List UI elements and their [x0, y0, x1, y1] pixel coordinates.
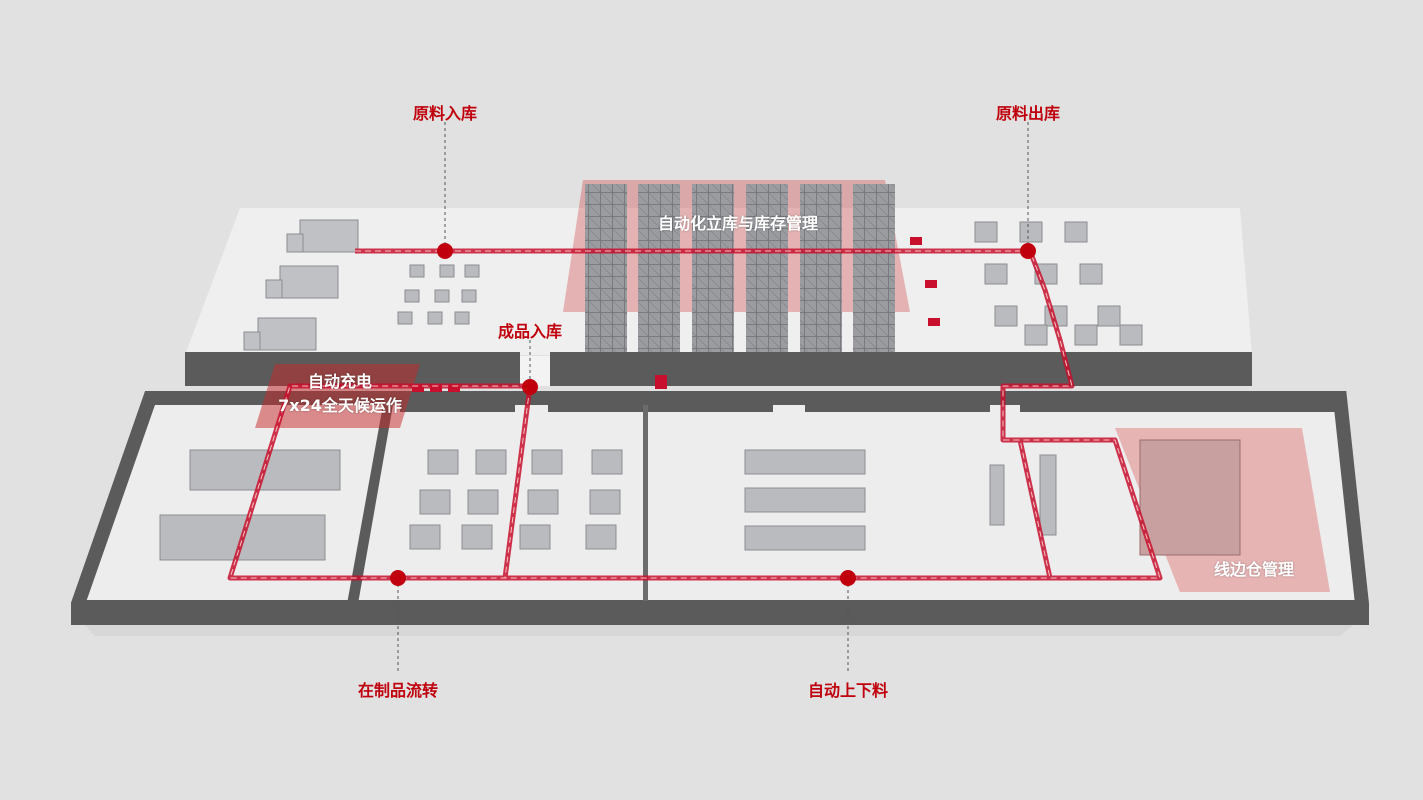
label-finished-inbound: 成品入库 — [497, 322, 563, 341]
label-auto-loading: 自动上下料 — [807, 681, 889, 700]
equipment — [159, 221, 1241, 561]
leader-lines — [397, 122, 1029, 672]
label-lineside: 线边仓管理 — [1213, 560, 1295, 579]
trucks — [243, 219, 359, 351]
label-charging-line1: 自动充电 — [307, 372, 373, 391]
upper-wall — [550, 352, 1252, 386]
charging-zone — [255, 364, 420, 428]
label-raw-inbound: 原料入库 — [412, 104, 478, 123]
asrs-racks — [585, 184, 895, 352]
route-markers — [390, 243, 1036, 586]
label-raw-outbound: 原料出库 — [995, 104, 1061, 123]
label-charging: 自动充电 7x24全天候运作 — [278, 370, 402, 418]
label-charging-line2: 7x24全天候运作 — [278, 396, 402, 415]
agv-routes — [227, 248, 1163, 581]
label-asrs: 自动化立库与库存管理 — [657, 214, 819, 233]
lower-floor — [78, 398, 1362, 604]
label-wip-flow: 在制品流转 — [357, 681, 439, 700]
